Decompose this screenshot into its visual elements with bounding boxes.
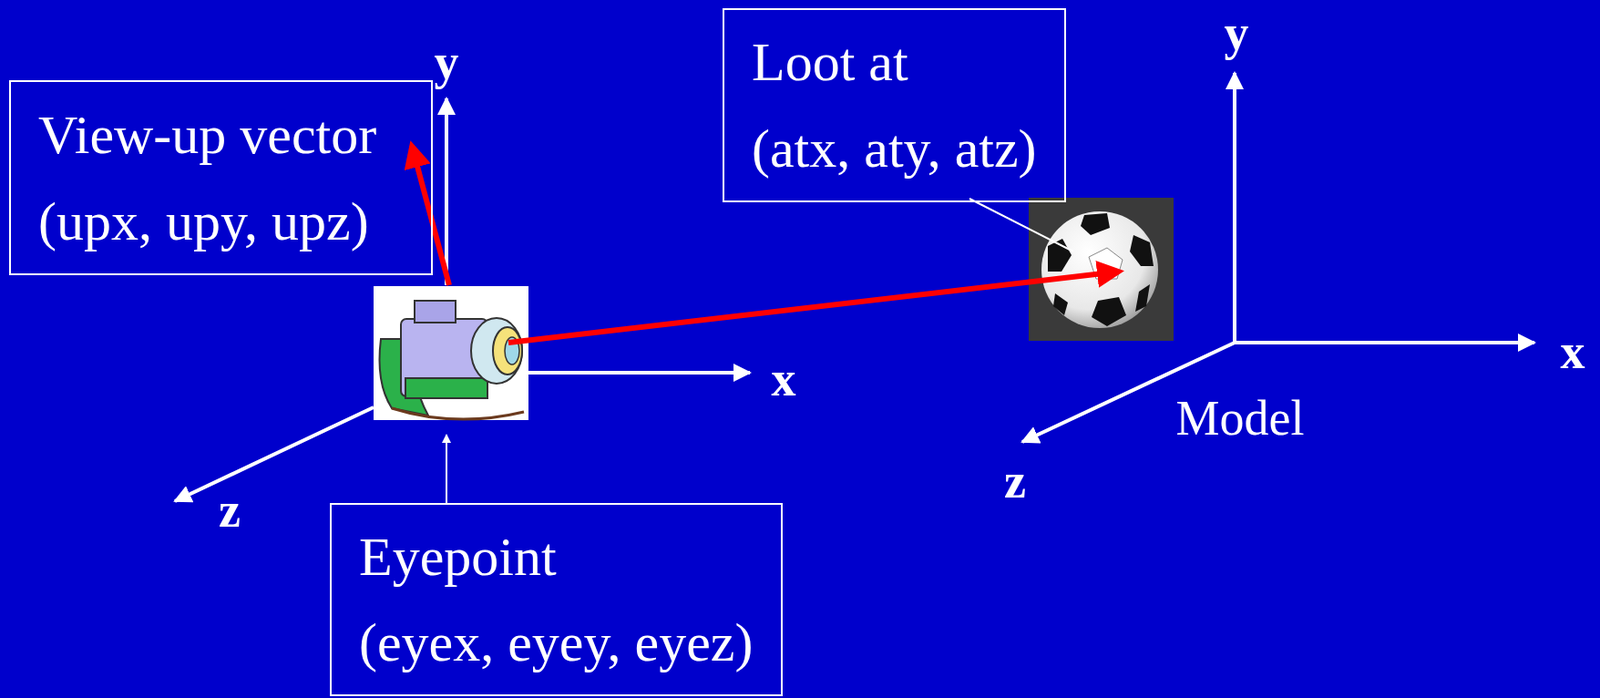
model-axes bbox=[1022, 72, 1535, 442]
camera-icon bbox=[373, 286, 529, 421]
model-label: Model bbox=[1176, 393, 1305, 443]
leader-line bbox=[969, 198, 1074, 252]
axis-label: y bbox=[1224, 8, 1250, 58]
callout-box: View-up vector (upx, upy, upz) bbox=[9, 80, 433, 276]
axis-label: z bbox=[1004, 456, 1026, 506]
axis-label: z bbox=[218, 485, 241, 535]
callout-box: Eyepoint (eyex, eyey, eyez) bbox=[329, 502, 783, 697]
callout-coordinates: (upx, upy, upz) bbox=[38, 191, 370, 252]
callout-title: Eyepoint bbox=[358, 526, 557, 587]
soccer-ball bbox=[1028, 197, 1174, 341]
callout-title: Loot at bbox=[751, 31, 909, 93]
view-up-arrow bbox=[411, 145, 450, 286]
view-direction-arrow bbox=[508, 271, 1119, 343]
axis-label: y bbox=[434, 37, 460, 87]
callout-title: View-up vector bbox=[38, 104, 377, 165]
axis-label: x bbox=[771, 354, 797, 404]
axis-label: x bbox=[1560, 327, 1586, 377]
callout-box: Loot at (atx, aty, atz) bbox=[722, 8, 1067, 203]
callout-coordinates: (eyex, eyey, eyez) bbox=[358, 612, 753, 673]
callout-coordinates: (atx, aty, atz) bbox=[751, 118, 1037, 179]
